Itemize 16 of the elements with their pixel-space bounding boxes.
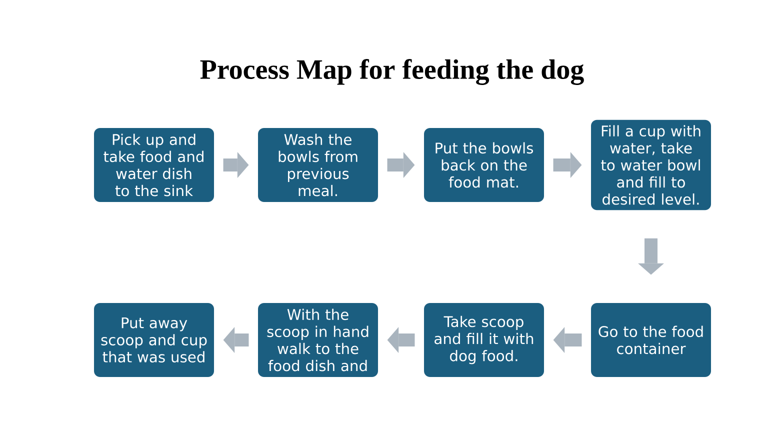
- block-arrow: [223, 327, 249, 353]
- process-box: Take scoop and fill it with dog food.: [424, 303, 544, 377]
- block-arrow: [553, 327, 582, 353]
- block-arrow: [223, 152, 249, 178]
- process-box: With the scoop in hand walk to the food dish and: [258, 303, 378, 377]
- block-arrow: [387, 152, 415, 178]
- block-arrow: [553, 152, 582, 178]
- process-box: Wash the bowls from previous meal.: [258, 128, 378, 202]
- block-arrow: [387, 327, 415, 353]
- process-box: Fill a cup with water, take to water bowl and fill to desired level.: [591, 120, 711, 210]
- block-arrow: [638, 238, 664, 275]
- title: Process Map for feeding the dog: [200, 59, 584, 85]
- process-box: Pick up and take food and water dish to the sink: [94, 128, 214, 202]
- process-box: Put the bowls back on the food mat.: [424, 128, 544, 202]
- process-box: Go to the food container: [591, 303, 711, 377]
- process-box: Put away scoop and cup that was used: [94, 303, 214, 377]
